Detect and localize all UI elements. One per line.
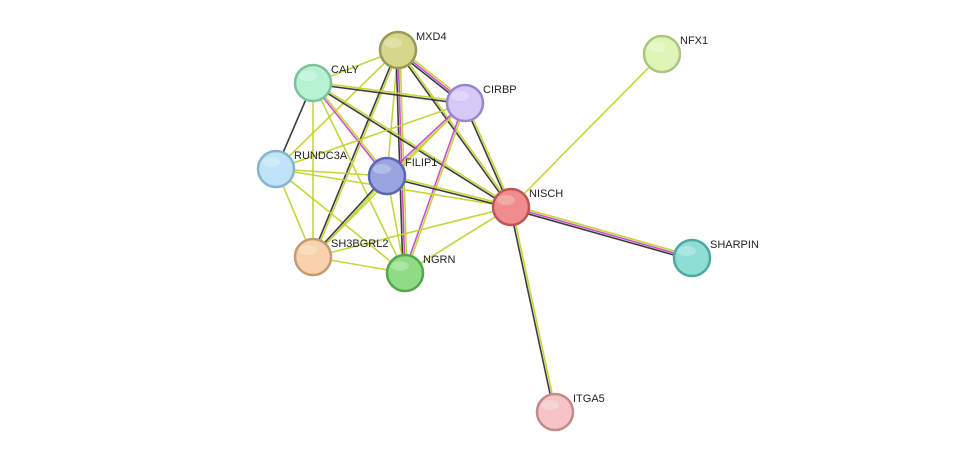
edge-line <box>510 204 694 257</box>
node-rundc3a[interactable]: RUNDC3A <box>256 149 348 189</box>
edge-line <box>311 48 398 258</box>
edge-layer <box>275 47 694 414</box>
node-label: ITGA5 <box>573 393 605 405</box>
node-itga5[interactable]: ITGA5 <box>535 392 605 432</box>
edge-line <box>312 81 466 103</box>
node-filip1[interactable]: FILIP1 <box>367 156 437 196</box>
node-highlight <box>373 164 391 174</box>
node-circle[interactable] <box>535 392 575 432</box>
edge-line <box>275 102 466 170</box>
node-sh3bgrl2[interactable]: SH3BGRL2 <box>293 237 388 277</box>
node-nisch[interactable]: NISCH <box>491 187 563 227</box>
node-circle[interactable] <box>256 149 296 189</box>
edge-line <box>403 101 465 274</box>
edge-line <box>313 49 400 259</box>
edge-nisch-itga5[interactable] <box>509 205 557 414</box>
node-highlight <box>497 195 515 205</box>
node-highlight <box>391 261 409 271</box>
node-circle[interactable] <box>293 237 333 277</box>
edge-nisch-ngrn[interactable] <box>404 206 512 274</box>
edge-line <box>312 206 512 258</box>
edge-line <box>509 206 555 414</box>
node-label: MXD4 <box>416 31 447 43</box>
edge-cirbp-ngrn[interactable] <box>403 101 467 275</box>
node-label: FILIP1 <box>405 157 437 169</box>
node-label: RUNDC3A <box>294 150 348 162</box>
node-circle[interactable] <box>642 34 682 74</box>
node-circle[interactable] <box>293 63 333 103</box>
node-circle[interactable] <box>378 30 418 70</box>
edge-nisch-sh3bgrl2[interactable] <box>312 206 512 258</box>
node-highlight <box>451 91 469 101</box>
node-highlight <box>384 38 402 48</box>
node-sharpin[interactable]: SHARPIN <box>672 238 759 278</box>
edge-line <box>275 49 399 170</box>
node-circle[interactable] <box>491 187 531 227</box>
node-mxd4[interactable]: MXD4 <box>378 30 447 70</box>
edge-rundc3a-ngrn[interactable] <box>275 168 406 274</box>
edge-filip1-nisch[interactable] <box>385 174 513 209</box>
node-label: CALY <box>331 64 360 76</box>
node-label: CIRBP <box>483 84 517 96</box>
node-circle[interactable] <box>672 238 712 278</box>
edge-line <box>311 82 388 178</box>
edge-line <box>511 205 557 413</box>
edge-line <box>312 81 389 177</box>
edge-line <box>396 49 511 209</box>
node-ngrn[interactable]: NGRN <box>385 253 455 293</box>
node-label: SH3BGRL2 <box>331 238 388 250</box>
node-highlight <box>299 71 317 81</box>
edge-line <box>510 206 693 259</box>
edge-line <box>405 102 467 275</box>
edge-line <box>404 206 512 274</box>
edge-line <box>385 176 512 209</box>
node-label: SHARPIN <box>710 239 759 251</box>
edge-line <box>312 82 406 274</box>
edge-nisch-sharpin[interactable] <box>509 204 694 261</box>
node-cirbp[interactable]: CIRBP <box>445 83 517 123</box>
edge-caly-ngrn[interactable] <box>312 82 406 274</box>
node-circle[interactable] <box>445 83 485 123</box>
node-label: NISCH <box>529 188 563 200</box>
node-highlight <box>299 245 317 255</box>
node-label: NGRN <box>423 254 455 266</box>
node-highlight <box>262 157 280 167</box>
edge-cirbp-rundc3a[interactable] <box>275 102 466 170</box>
node-nfx1[interactable]: NFX1 <box>642 34 708 74</box>
edge-caly-cirbp[interactable] <box>312 81 466 105</box>
edge-mxd4-sh3bgrl2[interactable] <box>311 48 400 259</box>
edge-caly-nisch[interactable] <box>311 81 513 209</box>
node-highlight <box>648 42 666 52</box>
edge-line <box>275 168 406 274</box>
edge-mxd4-rundc3a[interactable] <box>275 49 399 170</box>
edge-line <box>311 83 512 209</box>
node-highlight <box>541 400 559 410</box>
edge-line <box>386 174 513 207</box>
node-label: NFX1 <box>680 35 708 47</box>
node-highlight <box>678 246 696 256</box>
edge-line <box>312 83 466 105</box>
node-circle[interactable] <box>367 156 407 196</box>
edge-caly-filip1[interactable] <box>311 81 389 178</box>
node-circle[interactable] <box>385 253 425 293</box>
edge-line <box>312 81 513 207</box>
edge-line <box>510 53 663 208</box>
node-caly[interactable]: CALY <box>293 63 360 103</box>
edge-line <box>509 208 693 261</box>
edge-nisch-nfx1[interactable] <box>510 53 663 208</box>
